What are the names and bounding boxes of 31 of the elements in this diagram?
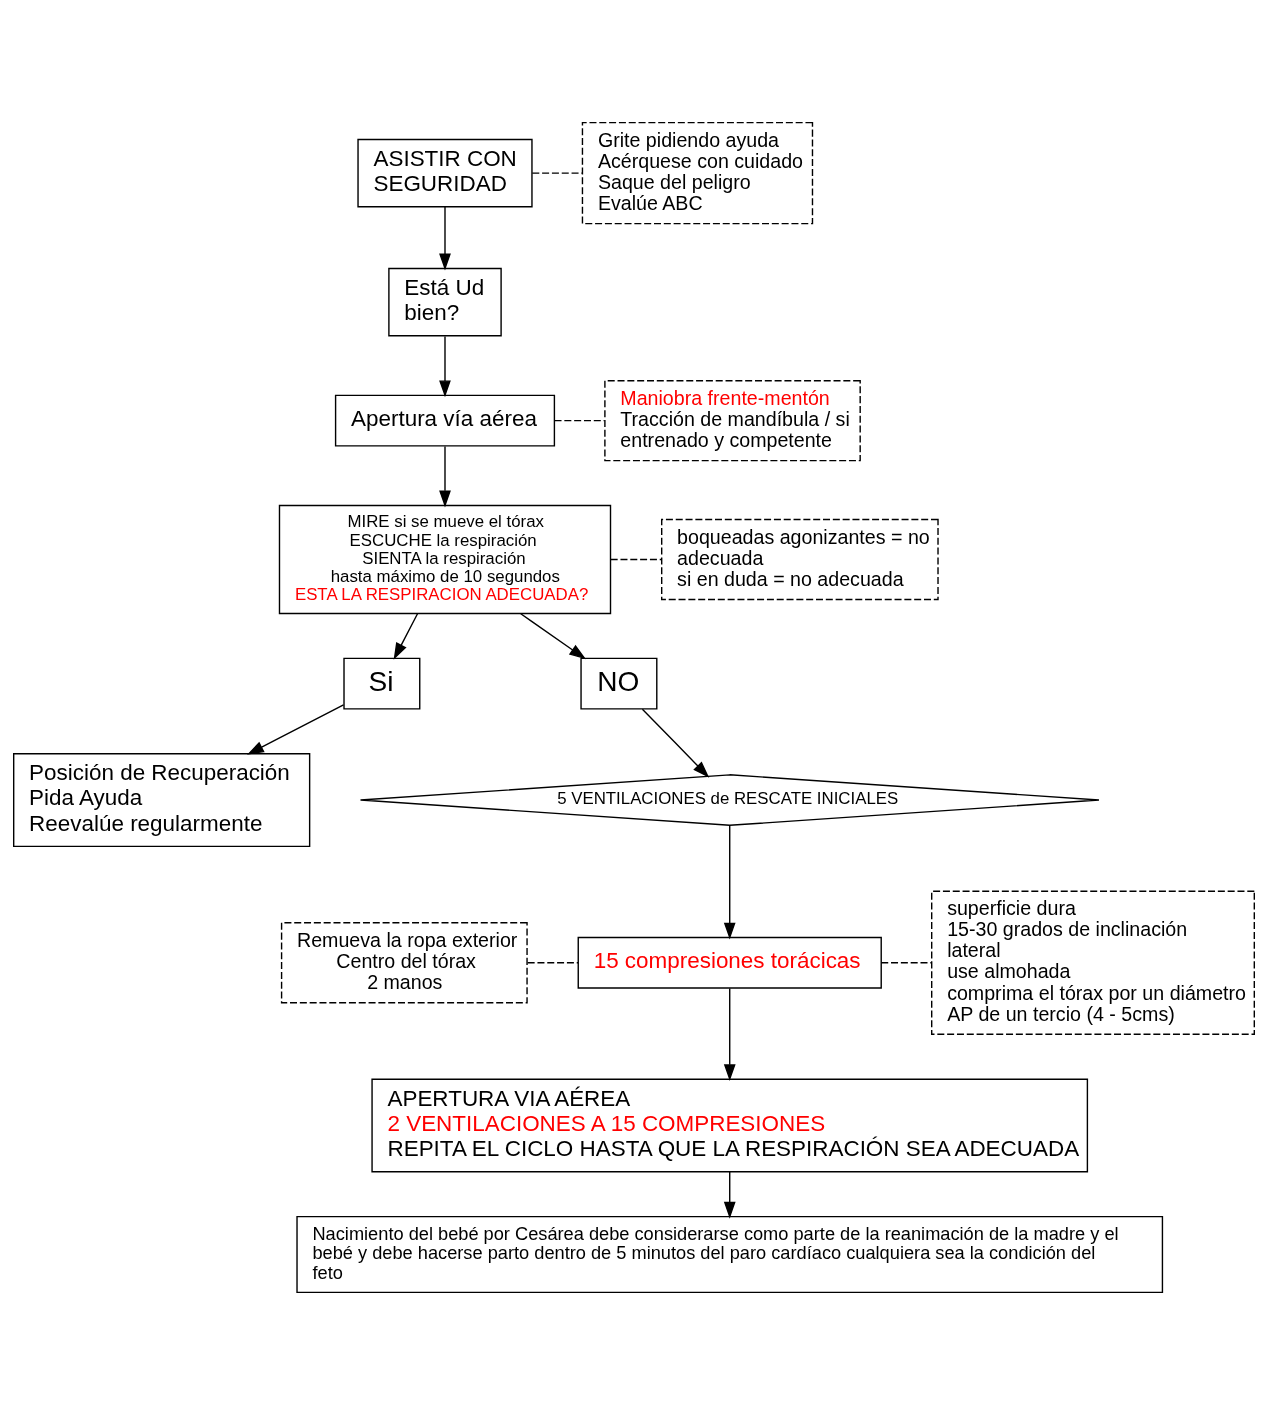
arrow (393, 613, 419, 660)
node-box: Si (343, 657, 421, 710)
node-box: boqueadas agonizantes = no adecuada si en duda = no adecuada (661, 518, 939, 601)
node-box: Maniobra frente-mentón Tracción de mandíbula / si entrenado y competente (604, 380, 861, 462)
node-box: superficie dura 15-30 grados de inclinación lateral use almohada comprima el tórax por un diámetro AP de un tercio (4 - 5cms) (931, 890, 1255, 1035)
arrow (439, 335, 451, 398)
node-box: 15 compresiones torácicas (577, 936, 882, 989)
connector (526, 962, 579, 964)
connector (609, 558, 663, 561)
arrow (723, 1171, 736, 1219)
arrow (723, 987, 736, 1082)
arrow (641, 708, 710, 778)
arrow (247, 704, 345, 755)
node-box: Está Ud bien? (388, 267, 502, 337)
node-box: Posición de Recuperación Pida Ayuda Reevalúe regularmente (13, 753, 311, 848)
connector (553, 419, 606, 422)
arrow (439, 445, 451, 508)
node-box: Grite pidiendo ayuda Acérquese con cuidado Saque del peligro Evalúe ABC (581, 121, 814, 225)
node-box: NO (580, 657, 658, 710)
connector (531, 172, 583, 174)
node-box: MIRE si se mueve el tórax ESCUCHE la respiración SIENTA la respiración hasta máximo de 10 segundos ESTA LA RESPIRACION ADECUADA? (278, 504, 612, 615)
arrow (520, 613, 587, 660)
node-box: APERTURA VIA AÉREA 2 VENTILACIONES A 15 COMPRESIONES REPITA EL CICLO HASTA QUE LA RESPIRACIÓN SEA ADECUADA (371, 1078, 1089, 1173)
arrow (439, 206, 451, 271)
node-box: Nacimiento del bebé por Cesárea debe considerarse como parte de la reanimación de la madre y el bebé y debe hacerse parto dentro de 5 minutos del paro cardíaco cualquiera sea la condición del feto (296, 1215, 1164, 1294)
node-box: Remueva la ropa exterior Centro del tórax 2 manos (280, 922, 528, 1004)
node-box: Apertura vía aérea (334, 394, 556, 447)
connector (880, 962, 933, 964)
node-diamond: 5 VENTILACIONES de RESCATE INICIALES (359, 774, 1100, 827)
arrow (723, 825, 736, 940)
node-box: ASISTIR CON SEGURIDAD (357, 138, 533, 208)
